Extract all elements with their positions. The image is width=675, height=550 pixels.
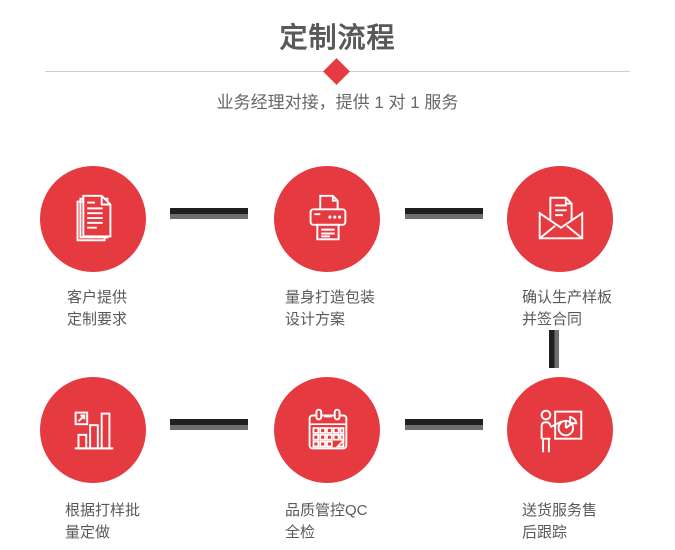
step-circle-packaging-design [274, 166, 380, 272]
connector-horizontal-3 [170, 419, 248, 430]
step-label-line2: 定制要求 [67, 311, 128, 328]
step-label-line1: 品质管控QC [285, 502, 368, 519]
page-subtitle: 业务经理对接，提供 1 对 1 服务 [216, 93, 459, 112]
documents-icon [64, 190, 122, 248]
diamond-icon [323, 58, 350, 85]
step-label-line1: 送货服务售 [522, 502, 598, 519]
step-circle-customer-requirements [40, 166, 146, 272]
page-title: 定制流程 [279, 22, 396, 53]
step-circle-delivery-tracking [507, 377, 613, 483]
step-label: 客户提供 定制要求 [67, 287, 127, 331]
connector-horizontal-1 [170, 208, 248, 219]
step-label: 根据打样批 量定做 [65, 500, 140, 544]
step-label: 确认生产样板 并签合同 [522, 287, 612, 331]
connector-horizontal-4 [405, 419, 483, 430]
step-label-line1: 客户提供 [67, 289, 128, 306]
step-circle-quality-control [274, 377, 380, 483]
step-circle-sample-contract [507, 166, 613, 272]
step-label-line1: 确认生产样板 [522, 289, 613, 306]
printer-icon [298, 190, 356, 248]
step-label-line1: 量身打造包装 [285, 289, 376, 306]
step-label: 品质管控QC 全检 [285, 500, 368, 544]
step-label-line1: 根据打样批 [65, 502, 141, 519]
step-label-line2: 全检 [285, 524, 316, 541]
bar-chart-icon [64, 401, 122, 459]
step-label-line2: 后跟踪 [522, 524, 568, 541]
envelope-icon [531, 190, 589, 248]
step-label-line2: 设计方案 [285, 311, 346, 328]
connector-vertical [549, 330, 559, 368]
step-label-line2: 量定做 [65, 524, 111, 541]
step-circle-batch-production [40, 377, 146, 483]
step-label: 量身打造包装 设计方案 [285, 287, 375, 331]
step-label-line2: 并签合同 [522, 311, 583, 328]
step-label: 送货服务售 后跟踪 [522, 500, 597, 544]
calendar-icon [298, 401, 356, 459]
presentation-icon [531, 401, 589, 459]
connector-horizontal-2 [405, 208, 483, 219]
